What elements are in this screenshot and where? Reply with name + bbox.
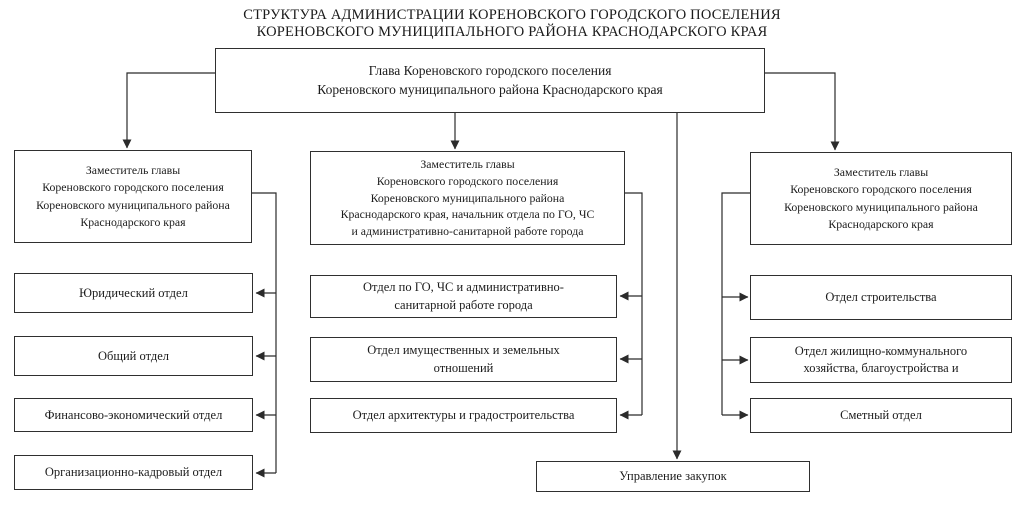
node-architecture-department: Отдел архитектуры и градостроительства — [310, 398, 617, 433]
node-organizational-hr-department: Организационно-кадровый отдел — [14, 455, 253, 490]
node-procurement-office: Управление закупок — [536, 461, 810, 492]
node-construction-department: Отдел строительства — [750, 275, 1012, 320]
node-deputy-middle: Заместитель главы Кореновского городског… — [310, 151, 625, 245]
node-general-department: Общий отдел — [14, 336, 253, 376]
trunk-right — [721, 192, 750, 415]
diagram-title: СТРУКТУРА АДМИНИСТРАЦИИ КОРЕНОВСКОГО ГОР… — [0, 7, 1024, 41]
node-deputy-left: Заместитель главы Кореновского городског… — [14, 150, 252, 243]
trunk-left — [252, 192, 277, 473]
trunk-middle — [625, 192, 643, 415]
connector-head-to-deputy-left — [122, 72, 215, 149]
connector-head-to-deputy-right — [765, 72, 840, 151]
node-deputy-right: Заместитель главы Кореновского городског… — [750, 152, 1012, 245]
node-finance-economic-department: Финансово-экономический отдел — [14, 398, 253, 432]
node-civil-defense-department: Отдел по ГО, ЧС и административно- санит… — [310, 275, 617, 318]
node-estimate-department: Сметный отдел — [750, 398, 1012, 433]
node-head-of-settlement: Глава Кореновского городского поселения … — [215, 48, 765, 113]
node-property-land-department: Отдел имущественных и земельных отношени… — [310, 337, 617, 382]
diagram-title-line1: СТРУКТУРА АДМИНИСТРАЦИИ КОРЕНОВСКОГО ГОР… — [243, 7, 781, 23]
diagram-title-line2: КОРЕНОВСКОГО МУНИЦИПАЛЬНОГО РАЙОНА КРАСН… — [256, 24, 768, 41]
node-housing-utilities-department: Отдел жилищно-коммунального хозяйства, б… — [750, 337, 1012, 383]
node-legal-department: Юридический отдел — [14, 273, 253, 313]
